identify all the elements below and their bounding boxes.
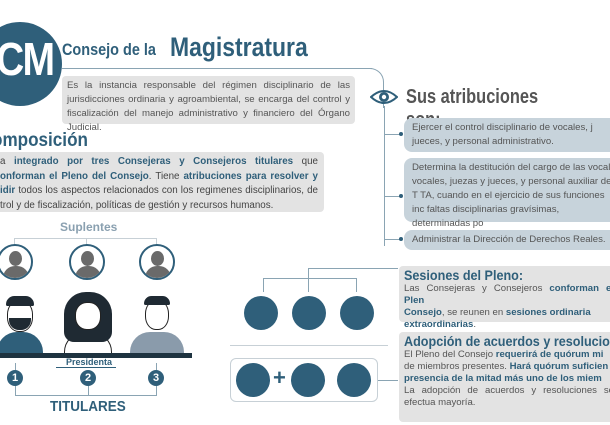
connector — [384, 239, 402, 240]
bullet-dot — [399, 237, 403, 241]
avatar-man — [340, 296, 374, 330]
suplente-avatar-icon — [69, 244, 105, 280]
number-badge-3: 3 — [148, 370, 164, 386]
titulares-connector — [15, 395, 157, 396]
comp-text-1: integrado por tres Consejeras y Consejer… — [13, 156, 294, 167]
title-prefix: Consejo de la — [62, 40, 156, 59]
comp-text-2: que — [293, 156, 318, 167]
text: El Pleno del Consejo — [404, 349, 496, 360]
presidenta-label: Presidenta — [66, 357, 113, 367]
titular-2-illustration — [58, 290, 118, 354]
connector — [384, 134, 402, 135]
connector — [308, 268, 398, 269]
plus-icon: + — [273, 365, 286, 390]
titular-3-illustration — [128, 294, 186, 354]
text: de miembros presentes. — [404, 361, 510, 372]
comp-text-7: idir — [0, 185, 16, 196]
comp-text-3: onforman el Pleno del Consejo — [0, 170, 149, 182]
text: extraordinarias — [404, 319, 474, 330]
connector — [308, 268, 309, 292]
avatar-man-beard — [244, 296, 278, 330]
avatar-man — [236, 363, 270, 397]
atribucion-item-3: Administrar la Dirección de Derechos Rea… — [404, 230, 610, 250]
divider — [230, 345, 388, 346]
atribucion-item-2: Determina la destitución del cargo de la… — [404, 158, 610, 229]
sesiones-text: Las Consejeras y Consejeros conforman el… — [404, 283, 610, 331]
avatar-man-beard — [291, 363, 325, 397]
connector — [378, 380, 398, 381]
connector-curve — [360, 68, 384, 108]
adopcion-text: El Pleno del Consejo requerirá de quórum… — [404, 349, 610, 409]
suplentes-connector — [14, 238, 156, 239]
suplente-avatar-icon — [0, 244, 33, 280]
presidenta-underline — [56, 367, 116, 368]
connector — [263, 278, 264, 292]
logo-text: CM — [0, 33, 55, 85]
text: conforman el Plen — [404, 283, 610, 306]
description-box: Es la instancia responsable del régimen … — [62, 76, 355, 133]
connector-tick — [86, 238, 87, 246]
text: requerirá de quórum mi — [495, 349, 604, 360]
connector — [384, 196, 402, 197]
adopcion-box: Adopción de acuerdos y resolucio El Plen… — [399, 332, 610, 422]
avatar-woman — [292, 296, 326, 330]
comp-text-5: atribuciones para resolver y — [183, 170, 318, 182]
number-badge-1: 1 — [7, 370, 23, 386]
quorum-illustration: + — [230, 358, 378, 402]
text: . — [473, 319, 476, 330]
text: presencia de la mitad más uno de los mie… — [404, 373, 602, 384]
suplentes-label: Suplentes — [60, 220, 118, 234]
titulares-bar — [0, 353, 192, 358]
text: Consejo — [404, 307, 442, 318]
connector — [356, 278, 357, 292]
comp-text-8: todos los aspectos relacionados con los … — [0, 185, 318, 211]
bullet-dot — [399, 132, 403, 136]
suplente-avatar-icon — [139, 244, 175, 280]
composicion-heading: omposición — [0, 130, 88, 151]
avatar-woman — [337, 363, 371, 397]
text: Las Consejeras y Consejeros — [404, 283, 550, 294]
text: Hará quórum suficien — [509, 361, 609, 372]
connector-tick — [156, 238, 157, 246]
connector — [263, 278, 356, 279]
comp-text-4: . Tiene — [148, 170, 184, 182]
titular-1-illustration — [0, 292, 45, 354]
title-main: Magistratura — [170, 32, 308, 62]
adopcion-heading: Adopción de acuerdos y resolucio — [404, 333, 610, 349]
text: La adopción de acuerdos y resoluciones s… — [404, 385, 610, 408]
composicion-text: a integrado por tres Consejeras y Consej… — [0, 152, 324, 212]
comp-text-0: a — [0, 156, 14, 167]
titulares-label: TITULARES — [50, 398, 126, 415]
connector — [88, 385, 89, 395]
sesiones-box: Sesiones del Pleno: Las Consejeras y Con… — [399, 266, 610, 330]
sesiones-heading: Sesiones del Pleno: — [404, 267, 524, 283]
text: sesiones ordinaria — [505, 307, 591, 318]
atribucion-item-1: Ejercer el control disciplinario de voca… — [404, 118, 610, 152]
atribuciones-connector — [384, 106, 385, 246]
eye-icon — [370, 90, 398, 104]
number-badge-2: 2 — [80, 370, 96, 386]
text: , se reunen en — [441, 307, 506, 318]
divider — [62, 68, 372, 69]
connector-tick — [14, 238, 15, 246]
bullet-dot — [399, 194, 403, 198]
